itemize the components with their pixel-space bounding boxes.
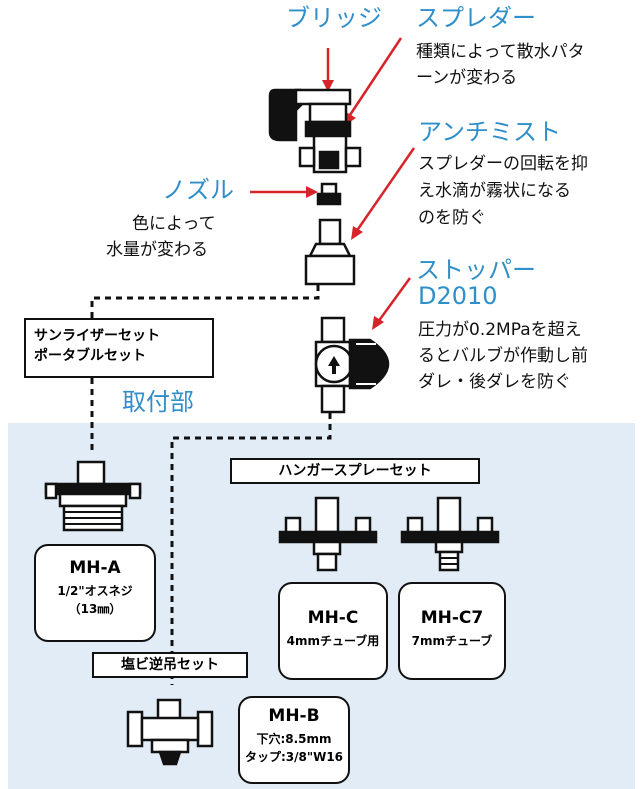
model-name: MH-C — [307, 608, 359, 628]
stopper-desc-2: るとバルブが作動し前 — [418, 346, 588, 366]
model-name: MH-B — [268, 706, 320, 726]
mh-c-part — [278, 496, 378, 572]
model-name: MH-A — [69, 558, 121, 578]
nozzle-desc-2: 水量が変わる — [106, 240, 208, 260]
mount-section-title: 取付部 — [122, 388, 194, 416]
sunriser-set-line-1: サンライザーセット — [34, 328, 160, 344]
model-card-mh-a: MH-A 1/2"オスネジ （13㎜） — [34, 544, 156, 642]
model-spec: タップ:3/8"W16 — [244, 750, 344, 764]
mh-a-part — [44, 460, 142, 532]
mh-b-part — [126, 698, 214, 766]
nozzle-desc-1: 色によって — [132, 214, 216, 234]
bridge-part — [268, 88, 362, 174]
model-name: MH-C7 — [420, 608, 484, 628]
antimist-desc-3: のを防ぐ — [418, 208, 486, 228]
nozzle-part — [316, 182, 342, 206]
antimist-title: アンチミスト — [418, 118, 562, 146]
arrow-antimist — [354, 147, 416, 233]
mh-c7-part — [400, 496, 500, 572]
pvc-set-label: 塩ビ逆吊セット — [92, 652, 248, 678]
stopper-desc-3: ダレ・後ダレを防ぐ — [418, 372, 571, 392]
model-card-mh-c7: MH-C7 7mmチューブ — [398, 582, 506, 680]
nozzle-title: ノズル — [162, 176, 234, 204]
model-card-mh-c: MH-C 4mmチューブ用 — [278, 582, 388, 680]
sunriser-set-label: サンライザーセット ポータブルセット — [24, 318, 214, 378]
spreader-desc-1: 種類によって散水パタ — [416, 42, 585, 62]
spreader-desc-2: ーンが変わる — [416, 68, 518, 88]
bridge-title: ブリッジ — [286, 4, 382, 32]
sunriser-set-line-2: ポータブルセット — [34, 348, 146, 364]
stopper-part — [314, 316, 390, 414]
model-spec: 4mmチューブ用 — [286, 634, 380, 648]
model-spec: （13㎜） — [68, 602, 122, 616]
dashed-line-stopper — [170, 413, 332, 685]
stopper-model: D2010 — [418, 282, 498, 310]
antimist-desc-1: スプレダーの回転を抑 — [418, 154, 588, 174]
antimist-desc-2: え水滴が霧状になる — [418, 181, 571, 201]
model-card-mh-b: MH-B 下穴:8.5mm タップ:3/8"W16 — [238, 696, 350, 784]
dashed-line-sunriser — [90, 285, 320, 318]
arrow-stopper — [376, 277, 412, 323]
stopper-title: ストッパー — [416, 256, 536, 284]
model-spec: 7mmチューブ — [411, 634, 493, 648]
model-spec: 1/2"オスネジ — [57, 584, 133, 598]
antimist-part — [304, 218, 356, 286]
spreader-title: スプレダー — [416, 4, 536, 32]
hanger-set-label: ハンガースプレーセット — [230, 458, 480, 484]
arrow-spreader — [346, 37, 403, 119]
model-spec: 下穴:8.5mm — [256, 732, 332, 746]
stopper-desc-1: 圧力が0.2MPaを超え — [418, 320, 582, 340]
